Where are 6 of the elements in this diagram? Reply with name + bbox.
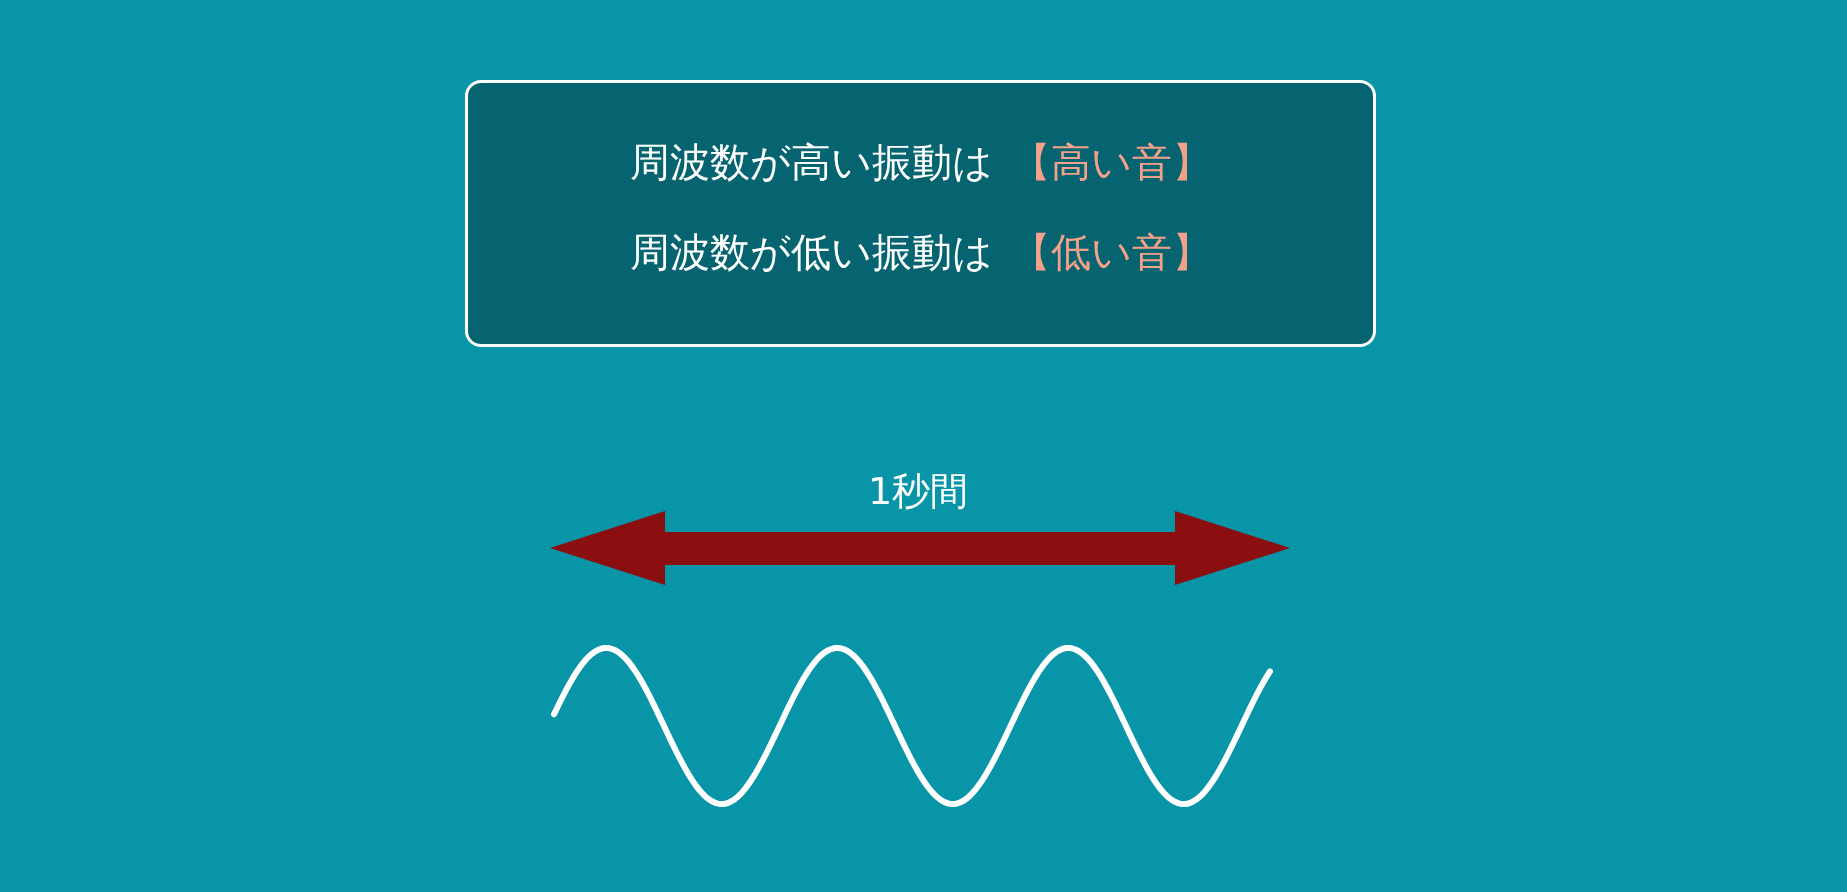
statement-text: 周波数が高い振動は	[629, 138, 993, 187]
statement-text: 周波数が低い振動は	[629, 228, 993, 277]
highlight-text: 【高い音】	[1010, 138, 1212, 187]
duration-label: 1秒間	[868, 468, 969, 515]
text-box	[465, 80, 1376, 347]
highlight-text: 【低い音】	[1010, 228, 1212, 277]
